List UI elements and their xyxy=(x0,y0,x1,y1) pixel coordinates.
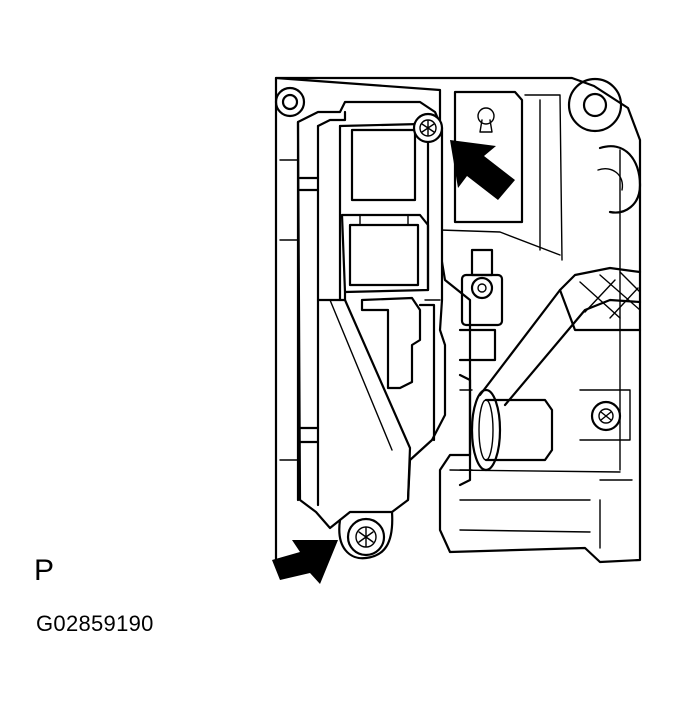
arrow-to-upper-bolt xyxy=(450,140,515,200)
arrow-to-lower-bolt xyxy=(272,540,338,584)
neutral-switch-body xyxy=(296,100,447,530)
upper-bolt xyxy=(412,112,444,144)
view-label: P xyxy=(34,554,55,587)
shift-lever-arm xyxy=(458,248,642,487)
lower-bolt xyxy=(338,510,394,560)
figure-code: G02859190 xyxy=(36,611,154,636)
